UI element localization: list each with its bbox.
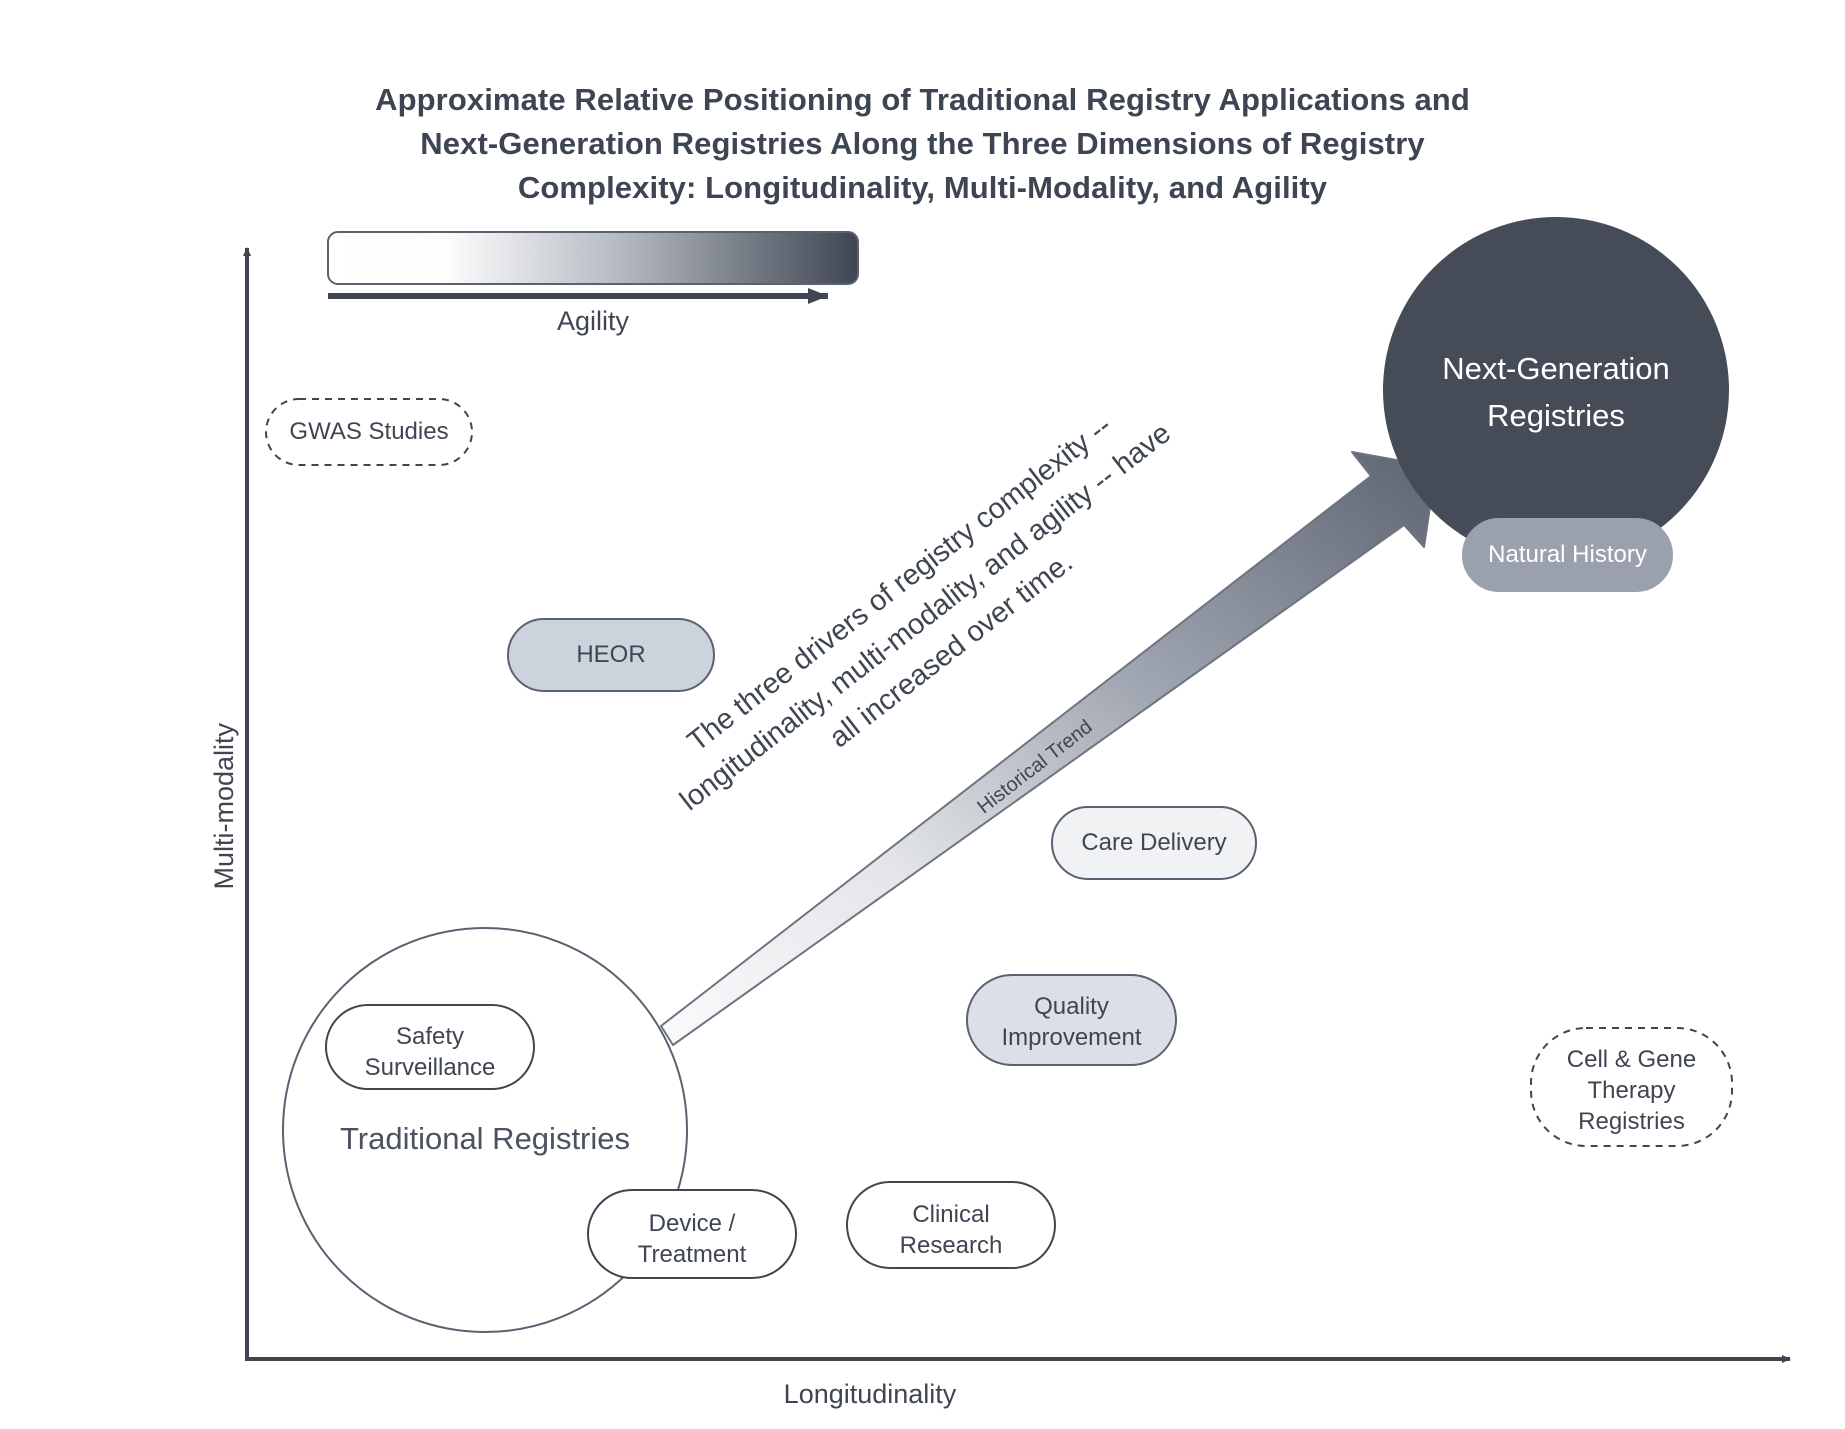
agility-legend [327,231,859,304]
page-title: Approximate Relative Positioning of Trad… [0,78,1845,210]
historical-trend-arrow [660,451,1437,1046]
node-care-delivery[interactable] [1051,806,1257,880]
node-heor[interactable] [507,618,715,692]
node-clinical-research[interactable] [846,1181,1056,1269]
page-title-line-1: Approximate Relative Positioning of Trad… [375,82,1470,117]
node-natural-history[interactable] [1462,518,1673,592]
cluster-next-generation-registries[interactable] [1383,217,1729,563]
node-device-treatment[interactable] [587,1189,797,1279]
node-safety-surveillance[interactable] [325,1004,535,1090]
node-quality-improvement[interactable] [966,974,1177,1066]
node-gwas-studies[interactable] [265,398,473,466]
page-title-line-2: Next-Generation Registries Along the Thr… [420,126,1425,161]
node-cell-gene-therapy-registries[interactable] [1530,1027,1733,1147]
page-title-line-3: Complexity: Longitudinality, Multi-Modal… [517,170,1328,205]
